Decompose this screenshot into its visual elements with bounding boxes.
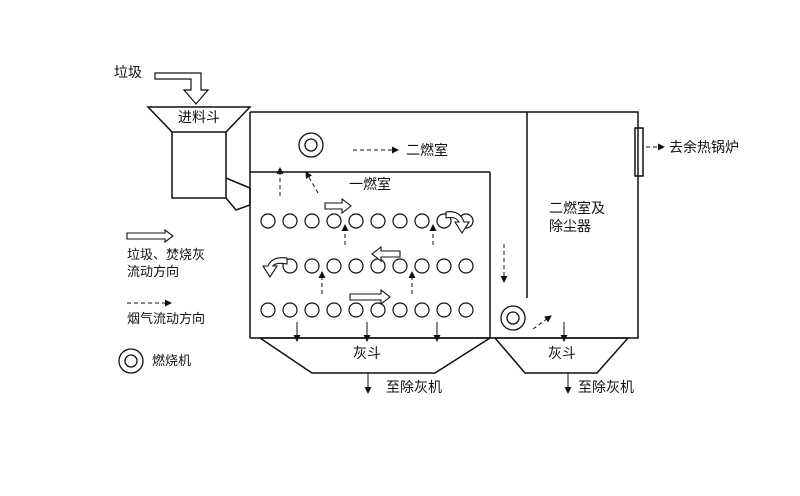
garbage-input-arrow (154, 72, 210, 105)
grate-roller (326, 213, 342, 229)
ash-hopper-right-label: 灰斗 (548, 346, 576, 362)
grate-roller (370, 258, 386, 274)
feed-chute (171, 132, 227, 199)
primary-chamber-label: 一燃室 (349, 177, 391, 193)
ash-hopper-left-label: 灰斗 (353, 346, 381, 362)
boiler-outlet (634, 127, 644, 177)
grate-roller (348, 302, 364, 318)
legend-solids-label-1: 垃圾、焚烧灰 (127, 248, 206, 263)
burner-right (500, 305, 526, 331)
burner-top (298, 132, 324, 158)
gas-flow-arrows (127, 143, 665, 330)
legend-gas-label: 烟气流动方向 (127, 312, 206, 327)
grate-roller (282, 302, 298, 318)
grate-roller (304, 302, 320, 318)
feed-throat (225, 177, 251, 211)
grate-roller (304, 258, 320, 274)
grate-rollers (260, 213, 474, 318)
hopper-label: 进料斗 (178, 110, 220, 126)
legend-solids-label-2: 流动方向 (127, 265, 180, 280)
grate-roller (414, 258, 430, 274)
grate-roller (304, 213, 320, 229)
grate-roller (414, 213, 430, 229)
gas-arrow-2 (305, 171, 319, 194)
legend-burner-label: 燃烧机 (152, 354, 192, 369)
secondary-chamber-label: 二燃室 (406, 143, 448, 159)
grate-roller (392, 213, 408, 229)
grate-roller (414, 302, 430, 318)
grate-roller (260, 302, 276, 318)
grate-roller (348, 258, 364, 274)
solids-arrow-row3 (349, 288, 391, 306)
grate-roller (282, 213, 298, 229)
grate-roller (326, 258, 342, 274)
grate-roller (392, 258, 408, 274)
garbage-label: 垃圾 (114, 65, 142, 81)
secondary-dust-label-2: 除尘器 (549, 219, 591, 235)
solids-arrow-row1 (324, 197, 352, 215)
solids-arrow-row2 (371, 245, 401, 263)
grate-roller (436, 302, 452, 318)
solids-legend-arrow (126, 228, 174, 244)
ash-hopper-right (493, 337, 630, 374)
grate-roller (458, 258, 474, 274)
solids-flow-arrows (126, 197, 471, 306)
gas-arrow-diag (532, 315, 552, 330)
grate-roller (370, 213, 386, 229)
ash-drop-arrows (293, 322, 572, 394)
secondary-dust-label-1: 二燃室及 (549, 201, 605, 217)
to-ash-machine-left-label: 至除灰机 (386, 380, 442, 396)
to-boiler-label: 去余热锅炉 (669, 140, 739, 156)
grate-roller (436, 258, 452, 274)
ash-hopper-left (257, 337, 493, 374)
grate-roller (370, 302, 386, 318)
turn-arrow-right-top (445, 211, 471, 235)
turn-arrow-left-mid (261, 257, 288, 279)
grate-roller (260, 213, 276, 229)
to-ash-machine-right-label: 至除灰机 (578, 380, 634, 396)
grate-roller (326, 302, 342, 318)
grate-roller (348, 213, 364, 229)
burner-legend-icon (118, 348, 144, 374)
grate-roller (458, 302, 474, 318)
grate-roller (392, 302, 408, 318)
